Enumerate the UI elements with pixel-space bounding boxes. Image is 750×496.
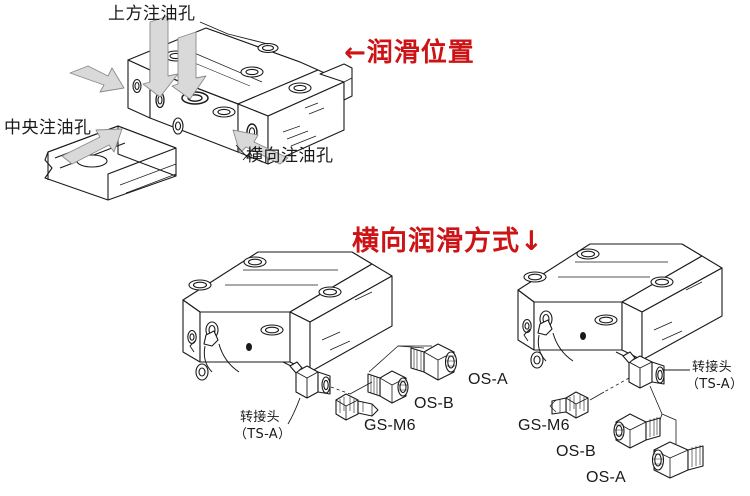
os-a-fitting-right: [651, 441, 704, 479]
label-ts-a-adapter-right-line2: （TS-A）: [686, 377, 744, 392]
label-gs-m6-right: GS-M6: [518, 417, 570, 434]
assembly-line-right-2: [589, 391, 605, 401]
leader-lateral-oil-hole: [242, 145, 257, 161]
label-ts-a-adapter-right-line1: 转接头: [692, 360, 732, 375]
label-os-a-right: OS-A: [586, 469, 626, 486]
bottom-left-assembly: [182, 251, 458, 425]
label-ts-a-adapter-left-line1: 转接头: [240, 410, 280, 425]
ts-a-adapter-left: [282, 361, 331, 399]
os-b-fitting-right: [613, 413, 661, 449]
leader-top-oil-hole: [199, 21, 269, 45]
assembly-line-right-3: [649, 385, 677, 444]
ts-a-adapter-right: [615, 351, 665, 389]
assembly-line-left-2: [349, 381, 373, 395]
center-side-arrow: [69, 65, 125, 93]
label-ts-a-adapter-left-line2: （TS-A）: [234, 427, 292, 442]
linear-rail: [44, 125, 177, 201]
center-oil-hole-feature: [155, 91, 165, 109]
label-os-b-left: OS-B: [414, 395, 454, 412]
heading-lubrication-position: ←润滑位置: [344, 38, 475, 68]
carriage-block: [127, 27, 353, 165]
top-oil-hole-arrow-2: [171, 31, 207, 100]
os-b-fitting-left: [367, 370, 409, 404]
lateral-oil-hole-arrow: [232, 129, 289, 165]
gs-m6-fitting-right: [549, 391, 589, 419]
label-top-oil-hole: 上方注油孔: [108, 4, 196, 24]
os-a-fitting-left: [410, 343, 458, 381]
label-center-oil-hole: 中央注油孔: [4, 118, 92, 138]
assembly-line-left-1: [330, 386, 351, 395]
top-oil-hole-arrow: [142, 15, 179, 98]
assembly-line-right-1: [603, 377, 630, 393]
bottom-right-assembly: [517, 243, 723, 479]
label-gs-m6-left: GS-M6: [364, 417, 416, 434]
top-guide-block-assembly: [44, 15, 353, 201]
label-lateral-oil-hole: 横向注油孔: [246, 146, 334, 166]
label-os-a-left: OS-A: [468, 371, 508, 388]
heading-transverse-lubrication: 横向润滑方式↓: [352, 226, 544, 257]
center-oil-hole-arrow: [61, 128, 123, 165]
leader-ts-a-left: [287, 397, 301, 425]
gs-m6-fitting-left: [335, 393, 379, 421]
label-os-b-right: OS-B: [556, 443, 596, 460]
